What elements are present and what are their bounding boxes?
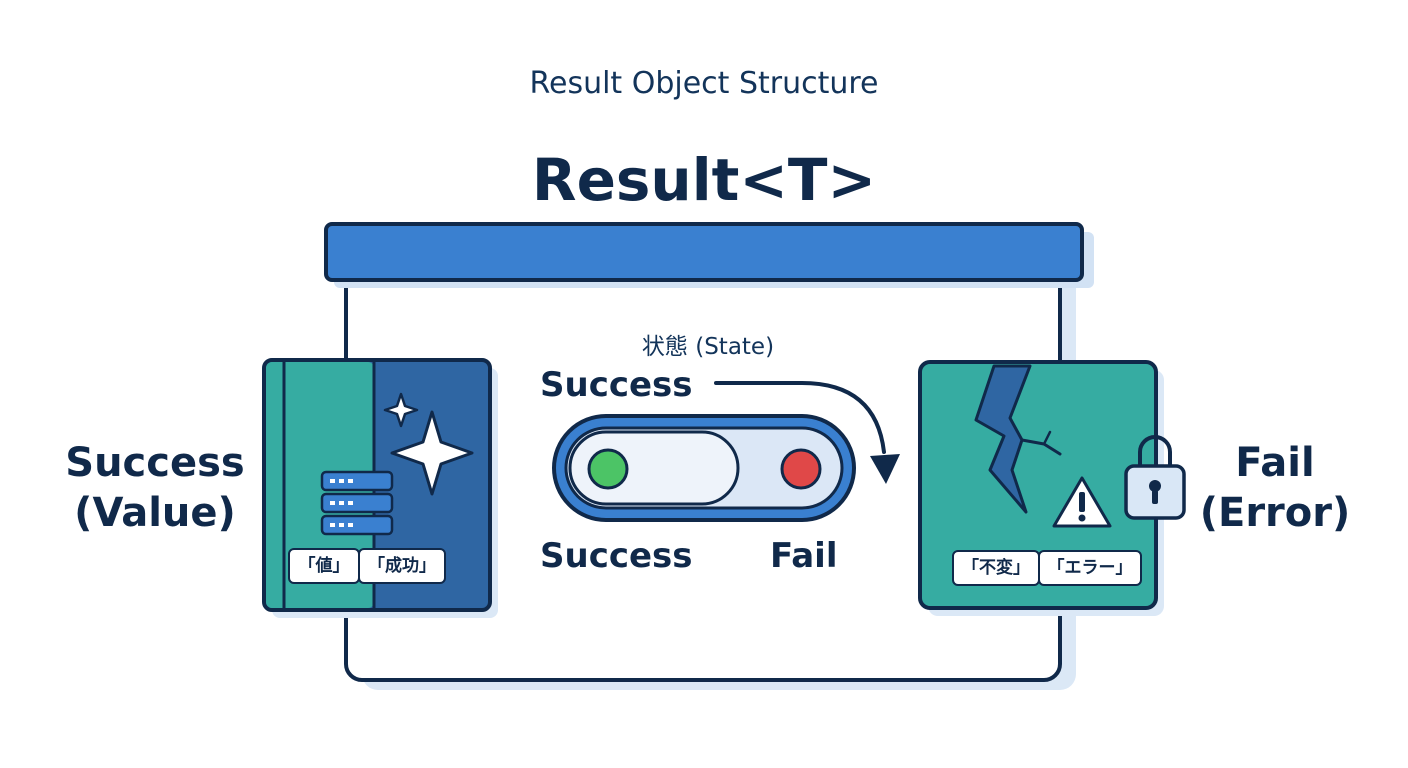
fail-side-label: Fail (Error): [1180, 438, 1370, 538]
fail-tag-error: 「エラー」: [1038, 550, 1142, 586]
fail-side-label-line2: (Error): [1199, 490, 1351, 536]
result-type-title: Result<T>: [531, 146, 877, 214]
curved-arrow-icon: [714, 381, 900, 484]
database-icon: [320, 470, 394, 536]
lock-icon: [1124, 435, 1186, 520]
state-fail-label: Fail: [770, 536, 838, 576]
success-side-label-line1: Success: [65, 440, 245, 486]
state-success-label: Success: [540, 536, 693, 576]
success-side-label-line2: (Value): [74, 490, 236, 536]
success-tag-value: 「値」: [288, 548, 360, 584]
state-label: 状態 (State): [641, 334, 775, 360]
sparkle-icon: [383, 392, 474, 496]
crack-icon: [974, 364, 1062, 514]
success-tag-success: 「成功」: [358, 548, 446, 584]
warning-icon: [1052, 476, 1112, 528]
fail-side-label-line1: Fail: [1235, 440, 1315, 486]
container-header-bar: [324, 222, 1094, 288]
fail-tag-immutable: 「不変」: [952, 550, 1040, 586]
toggle-switch-icon: [552, 414, 856, 522]
success-side-label: Success (Value): [40, 438, 270, 538]
state-top-success-label: Success: [540, 365, 693, 405]
diagram-heading: Result Object Structure: [529, 66, 879, 101]
